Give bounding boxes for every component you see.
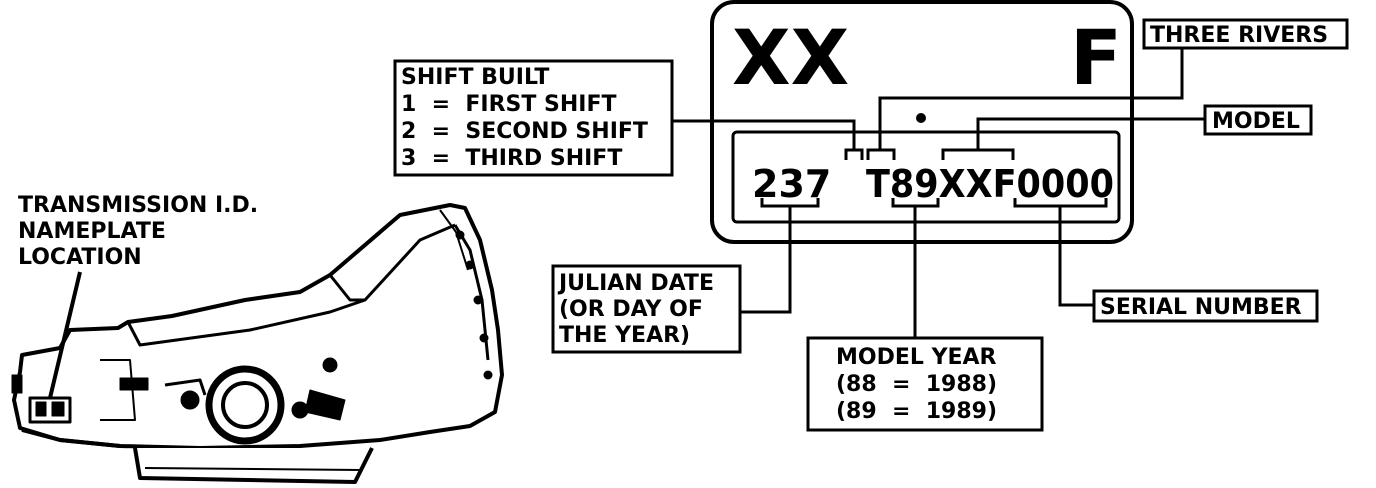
nameplate-top-left-code: XX <box>732 13 849 102</box>
shift-built-title: SHIFT BUILT <box>401 65 549 90</box>
julian-date-box <box>551 264 742 354</box>
shift-built-box <box>393 59 674 177</box>
nameplate-top-right-code: F <box>1070 13 1122 102</box>
julian-date-line-3: THE YEAR) <box>559 323 690 348</box>
three-rivers-box <box>1142 18 1349 50</box>
location-leader-line <box>48 271 82 399</box>
model-year-title: MODEL YEAR <box>836 345 997 370</box>
nameplate-dot <box>916 113 926 123</box>
model-label: MODEL <box>1212 109 1300 134</box>
serial-number-label: SERIAL NUMBER <box>1100 295 1302 320</box>
shift-built-first: 1 = FIRST SHIFT <box>401 92 617 117</box>
location-label-line-3: LOCATION <box>18 245 142 270</box>
shift-built-third: 3 = THIRD SHIFT <box>401 146 622 171</box>
leader-lines <box>672 46 1205 338</box>
model-box <box>1203 104 1313 136</box>
three-rivers-label: THREE RIVERS <box>1150 23 1328 48</box>
nameplate-code-box <box>731 130 1121 224</box>
julian-date-line-2: (OR DAY OF <box>559 297 703 322</box>
main-code: T89XXF0000 <box>866 162 1114 206</box>
transmission-illustration <box>11 203 504 484</box>
model-year-box <box>806 336 1044 432</box>
julian-date-line-1: JULIAN DATE <box>557 271 714 296</box>
location-label-line-1: TRANSMISSION I.D. <box>18 193 258 218</box>
model-year-88: (88 = 1988) <box>836 372 997 397</box>
serial-number-box <box>1092 289 1319 323</box>
location-label-line-2: NAMEPLATE <box>18 219 166 244</box>
model-year-89: (89 = 1989) <box>836 399 997 424</box>
shift-built-second: 2 = SECOND SHIFT <box>401 119 648 144</box>
